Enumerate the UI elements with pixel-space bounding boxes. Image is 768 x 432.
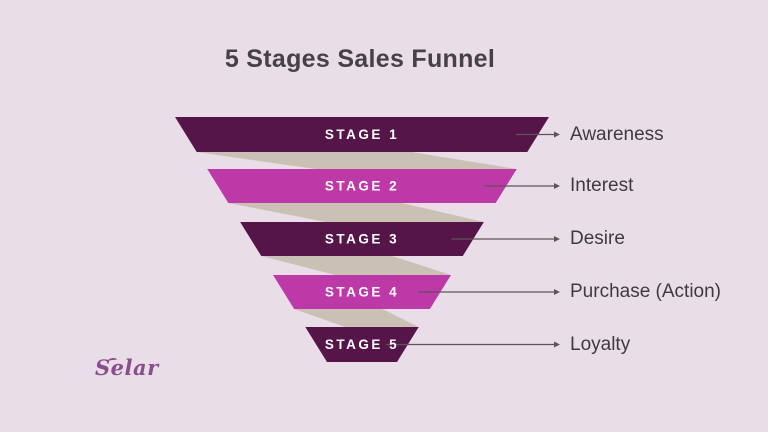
funnel-stage-1-shape xyxy=(175,117,549,152)
arrow-right-icon xyxy=(554,236,560,242)
annotation-label-desire: Desire xyxy=(570,228,625,249)
funnel-stage-5-shape xyxy=(305,327,419,362)
stage-2-text: STAGE 2 xyxy=(325,179,399,194)
arrow-right-icon xyxy=(554,131,560,138)
stage-4-text: STAGE 4 xyxy=(325,285,399,300)
funnel-ribbon-fold-2 xyxy=(228,203,484,222)
funnel-stage-4-shape xyxy=(273,275,451,309)
arrow-right-icon xyxy=(554,289,560,295)
annotation-label-purchase-action: Purchase (Action) xyxy=(570,281,722,302)
funnel-ribbon-fold-3 xyxy=(261,256,451,275)
stage-3-text: STAGE 3 xyxy=(325,232,399,247)
annotation-label-interest: Interest xyxy=(570,175,634,196)
page-title: 5 Stages Sales Funnel xyxy=(224,45,496,73)
annotation-label-loyalty: Loyalty xyxy=(570,333,631,355)
funnel-ribbon-fold-4 xyxy=(294,309,419,327)
funnel-stage-2-shape xyxy=(207,169,517,203)
stage-1-text: STAGE 1 xyxy=(325,127,399,142)
arrow-right-icon xyxy=(554,341,560,348)
selar-logo: Selar xyxy=(95,355,159,380)
funnel-stage-3-shape xyxy=(240,222,484,256)
funnel-ribbon-fold-1 xyxy=(196,152,517,169)
stage-5-text: STAGE 5 xyxy=(325,337,399,352)
arrow-right-icon xyxy=(554,183,560,189)
annotation-label-awareness: Awareness xyxy=(570,123,664,145)
